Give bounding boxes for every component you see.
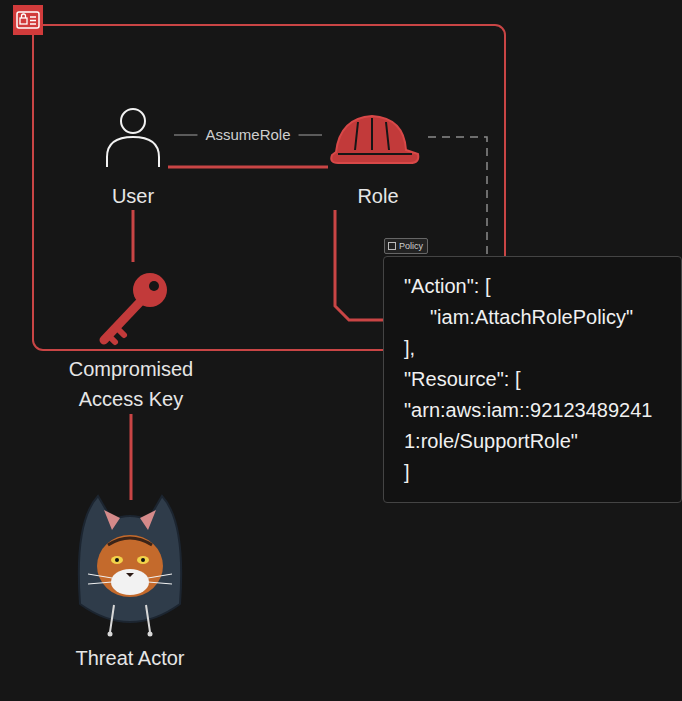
policy-code-line: "arn:aws:iam::921234892411:role/SupportR… [404,395,665,457]
policy-attachment-connector [335,210,383,320]
policy-code-line: ], [404,333,665,364]
account-icon [13,5,43,35]
policy-code-line: "iam:AttachRolePolicy" [404,302,665,333]
threat-actor-connector [130,414,133,500]
policy-code-line: ] [404,457,665,488]
policy-box: Policy"Action": ["iam:AttachRolePolicy"]… [383,256,682,503]
policy-heading: Policy [399,241,423,251]
node-label: Compromised Access Key [40,354,222,414]
user-icon [107,109,159,167]
role-helmet-icon [331,116,418,163]
policy-code-line: "Action": [ [404,271,665,302]
dashed-policy-connector [428,137,487,256]
node-label: Threat Actor [70,644,190,672]
edge-label: AssumeRole [201,126,294,144]
role-node: Role [328,100,428,210]
node-label: Role [328,182,428,210]
policy-tag: Policy [384,238,428,254]
access-key-node: Compromised Access Key [40,262,222,414]
policy-code-line: "Resource": [ [404,364,665,395]
key-icon [104,273,167,342]
key-connector [132,210,135,262]
user-node: User [98,100,168,210]
threat-actor-node: Threat Actor [70,500,190,672]
policy-tag-icon [388,242,396,250]
assume-role-connector [168,166,328,169]
threat-actor-cat [79,496,181,637]
label-dash [174,134,197,135]
label-dash [299,134,322,135]
node-label: User [98,182,168,210]
